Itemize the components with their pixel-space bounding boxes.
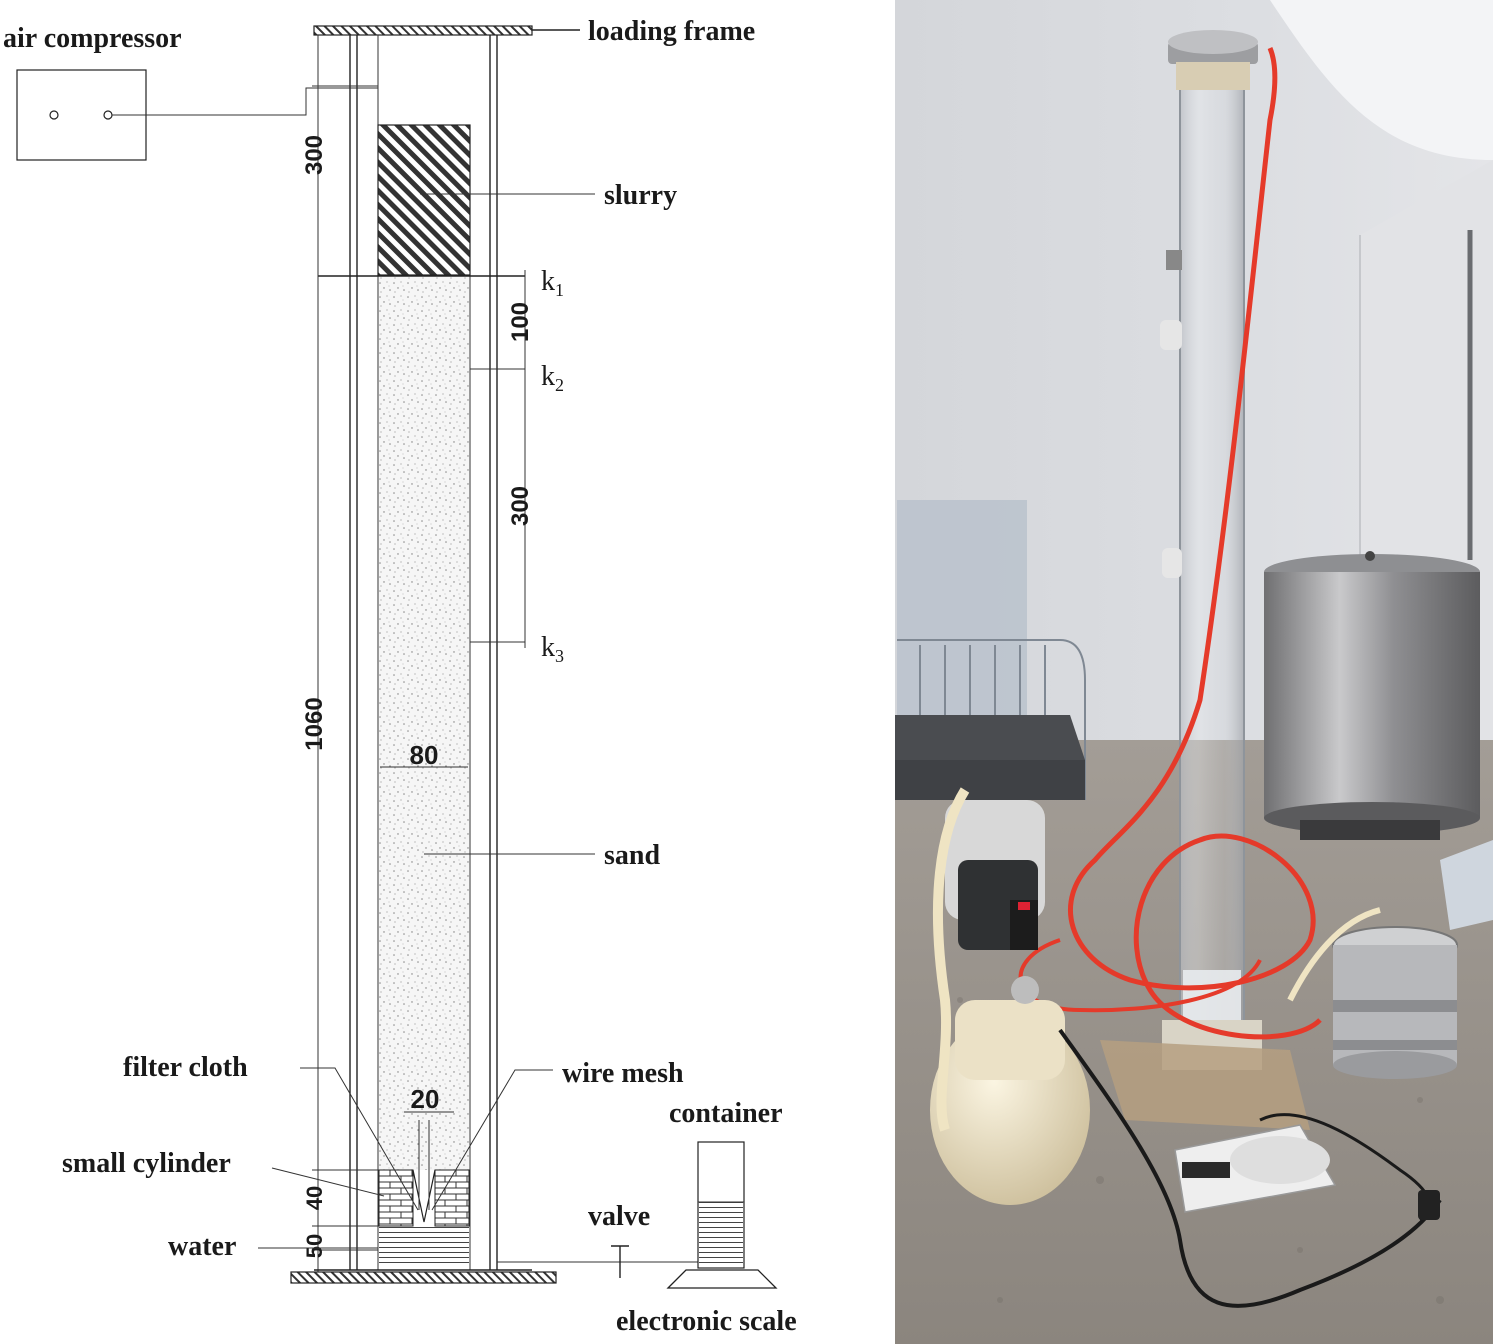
dim-cylinder-height: 40 [302, 1186, 327, 1210]
slurry-label: slurry [604, 180, 677, 211]
electronic-scale-shape [666, 1269, 778, 1289]
water-label: water [168, 1231, 236, 1262]
port-k3-label: k3 [541, 632, 564, 666]
dim-k1-k2: 100 [507, 302, 534, 342]
container-label: container [669, 1098, 783, 1129]
loading-frame-label: loading frame [588, 16, 755, 47]
photo-air-compressor [930, 787, 1090, 1205]
outer-cylinder [349, 35, 498, 1270]
dim-k2-k3: 300 [507, 486, 534, 526]
small-cylinder-label: small cylinder [62, 1148, 231, 1179]
dim-outlet-diameter: 20 [411, 1084, 440, 1114]
water-layer [379, 1227, 469, 1267]
port-k1-label: k1 [541, 266, 564, 300]
dim-water-height: 50 [302, 1234, 327, 1258]
photo-red-air-hose [1068, 47, 1322, 1040]
photo-column-tube [1179, 77, 1245, 1029]
valve-label: valve [588, 1201, 650, 1232]
schematic-diagram: loading frame slurry sand k1 k2 k3 [3, 16, 797, 1337]
loading-frame-base [290, 1271, 557, 1284]
filter-cloth-label: filter cloth [123, 1052, 248, 1083]
electronic-scale-label: electronic scale [616, 1306, 797, 1337]
sand-label: sand [604, 840, 660, 871]
photo-electronic-scale [1174, 1124, 1337, 1213]
slurry-layer [377, 124, 471, 276]
photo-sieve-stack [1332, 926, 1458, 1079]
port-k2-label: k2 [541, 361, 564, 395]
wire-mesh-label: wire mesh [562, 1058, 684, 1089]
small-cylinder-right [434, 1169, 470, 1227]
apparatus-photo [895, 0, 1493, 1344]
dim-total-height: 1060 [301, 697, 328, 750]
dim-inner-diameter: 80 [410, 740, 439, 770]
small-cylinder-left [378, 1169, 414, 1227]
air-compressor-label: air compressor [3, 23, 182, 54]
dim-top-space: 300 [301, 135, 328, 175]
loading-frame-top [313, 25, 533, 36]
sand-layer [379, 277, 469, 1170]
